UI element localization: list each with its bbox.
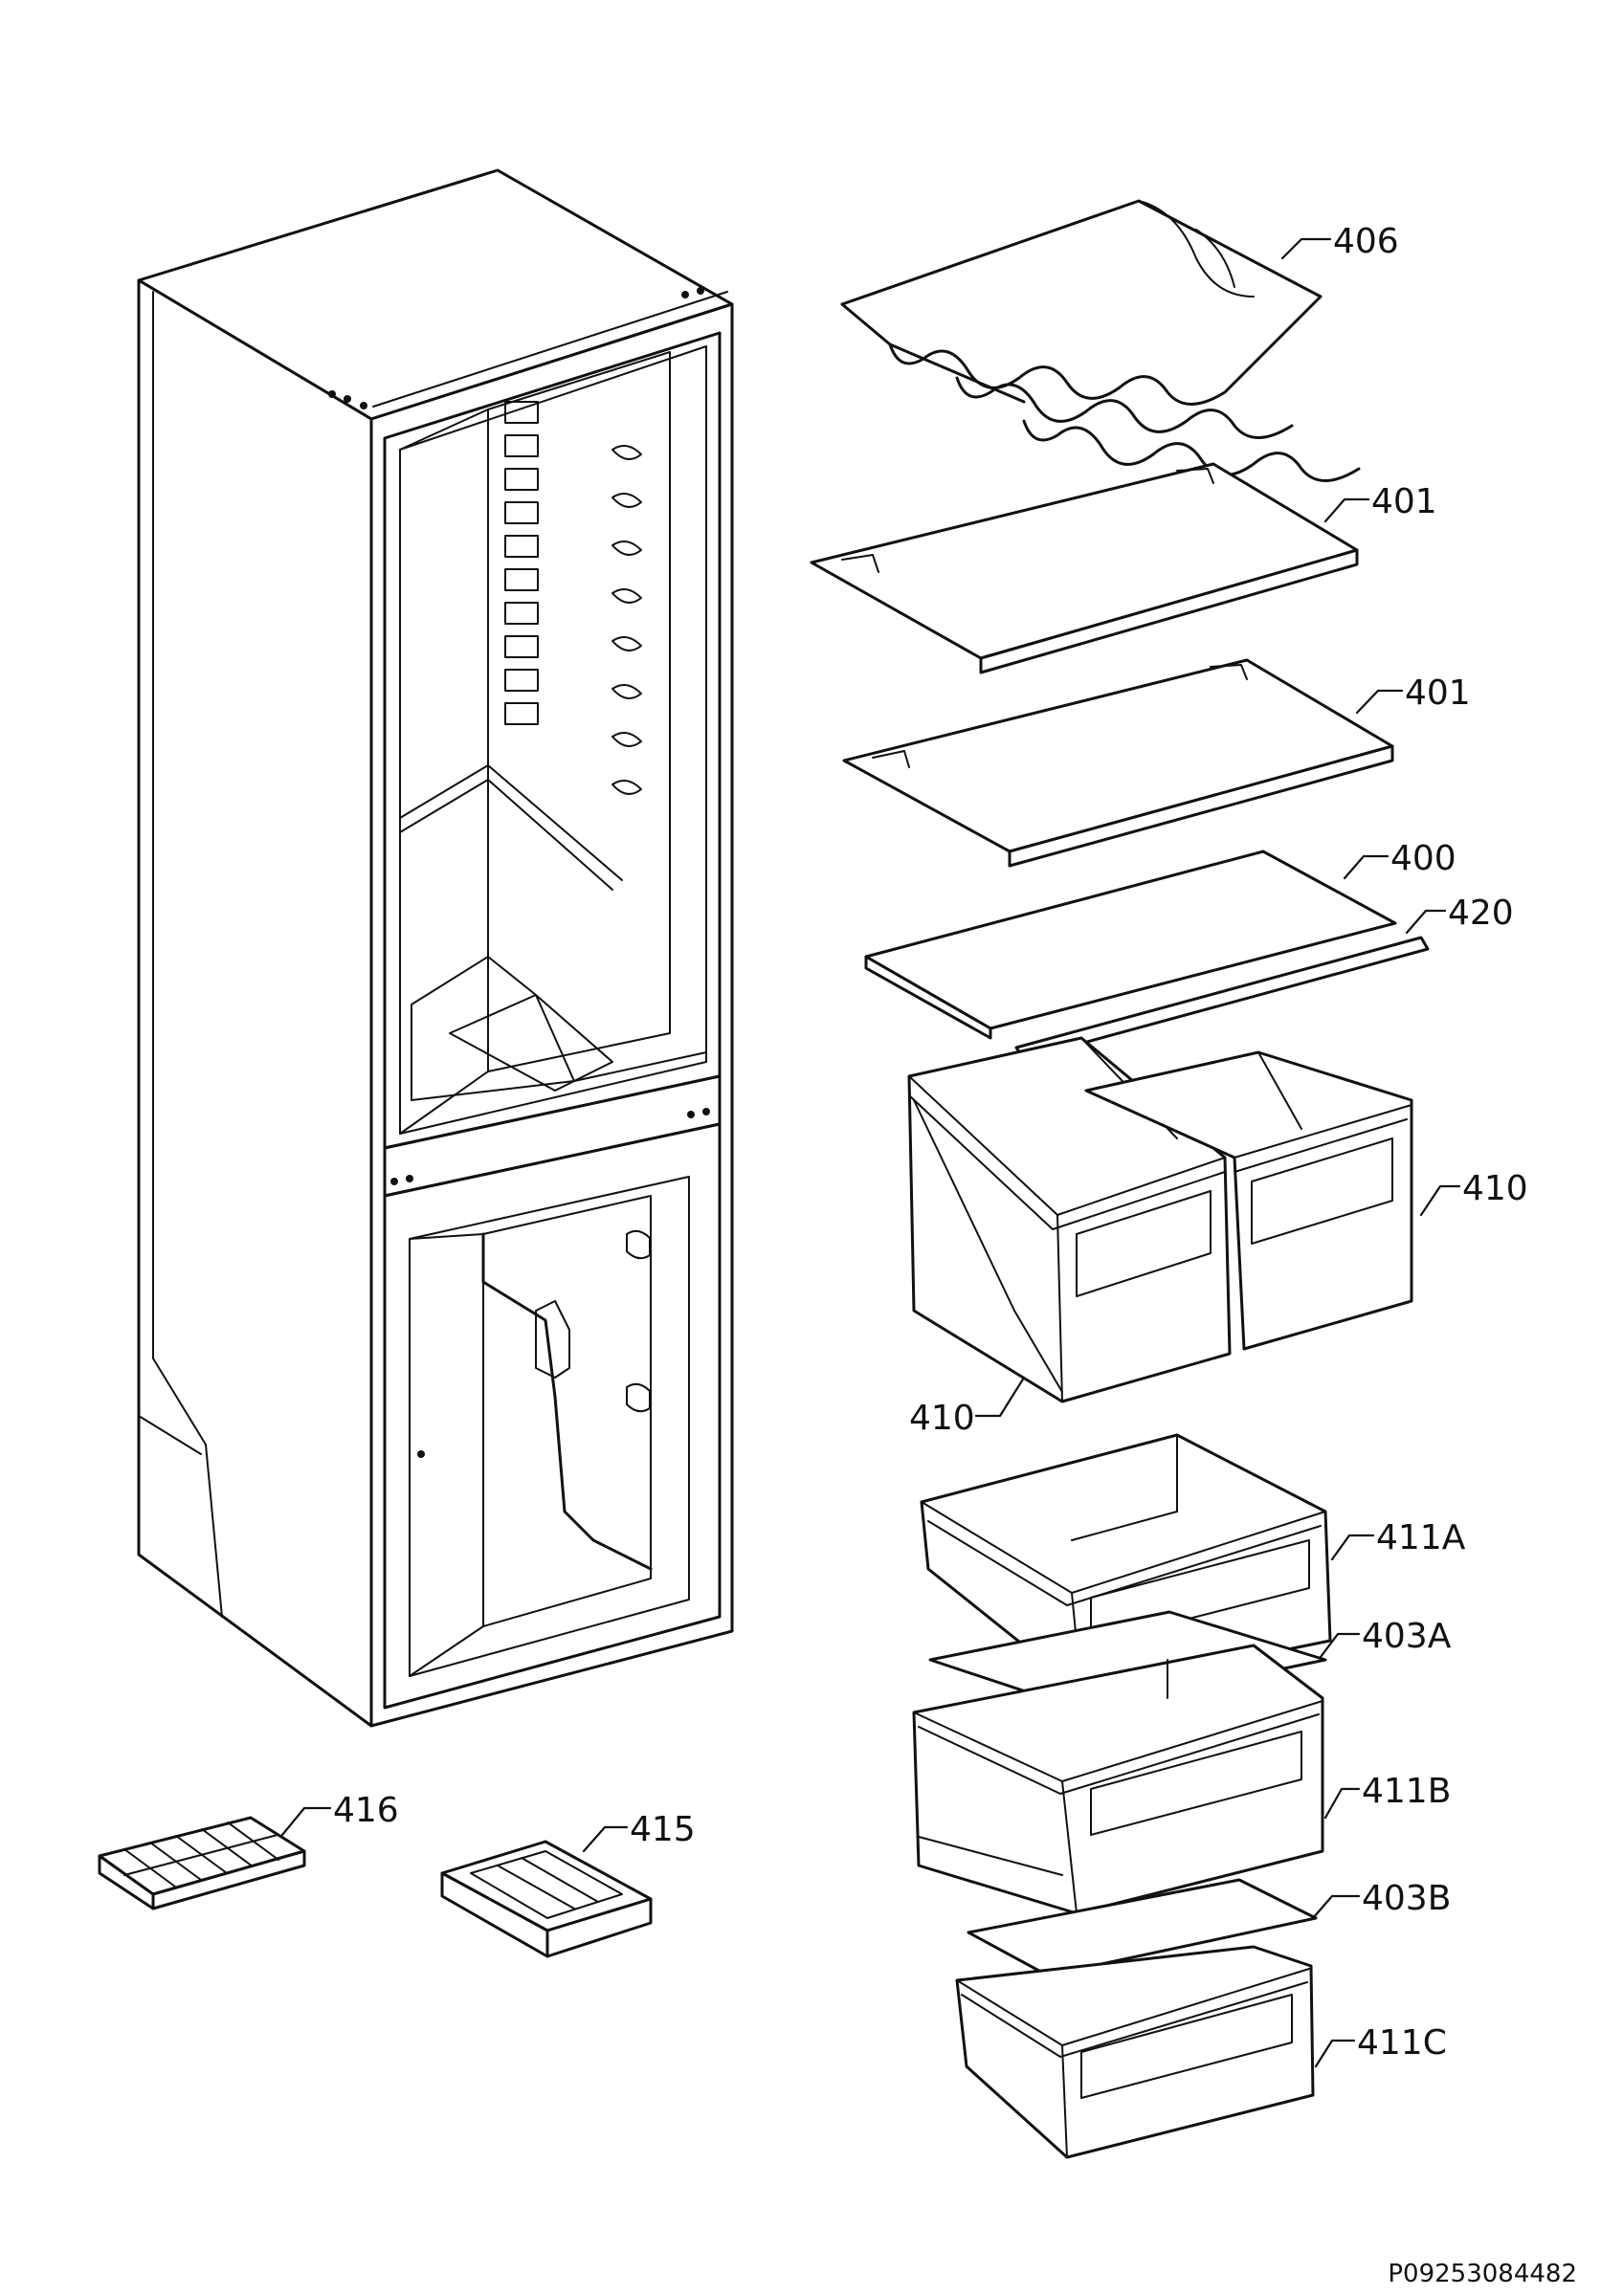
label-411C: 411C (1357, 2023, 1447, 2063)
glass-shelf-lower (842, 658, 1394, 868)
label-403B: 403B (1362, 1879, 1451, 1918)
label-415: 415 (630, 1810, 696, 1849)
freezer-drawer-top (920, 1433, 1332, 1693)
label-410-right: 410 (1462, 1169, 1528, 1208)
label-406: 406 (1333, 222, 1399, 261)
label-416: 416 (333, 1791, 399, 1830)
crisper-cover-glass (864, 850, 1397, 1040)
drawing-code: P09253084482 (1388, 2260, 1577, 2288)
fridge-cabinet (137, 168, 734, 1728)
leader-lines (280, 237, 1461, 2068)
freezer-drawer-bottom (955, 1945, 1315, 2159)
label-401-upper: 401 (1371, 482, 1437, 521)
wine-rack (840, 199, 1361, 482)
label-411A: 411A (1376, 1518, 1466, 1557)
part-labels: 406 401 401 400 420 410 410 411A 403A 41… (333, 222, 1528, 2063)
accessory-tray (440, 1840, 653, 1958)
ice-cube-tray (98, 1816, 306, 1910)
label-411B: 411B (1362, 1772, 1451, 1811)
label-400: 400 (1390, 839, 1456, 878)
crisper-drawer-left (907, 1036, 1232, 1403)
label-401-lower: 401 (1405, 673, 1471, 713)
label-403A: 403A (1362, 1617, 1452, 1656)
label-410-left: 410 (909, 1399, 975, 1438)
freezer-drawer-middle (912, 1644, 1324, 1915)
label-420: 420 (1448, 894, 1514, 933)
crisper-drawer-right (1084, 1050, 1413, 1351)
freezer-divider-B (967, 1878, 1318, 1977)
shelf-supports (504, 401, 642, 795)
glass-shelf-upper (810, 462, 1359, 674)
